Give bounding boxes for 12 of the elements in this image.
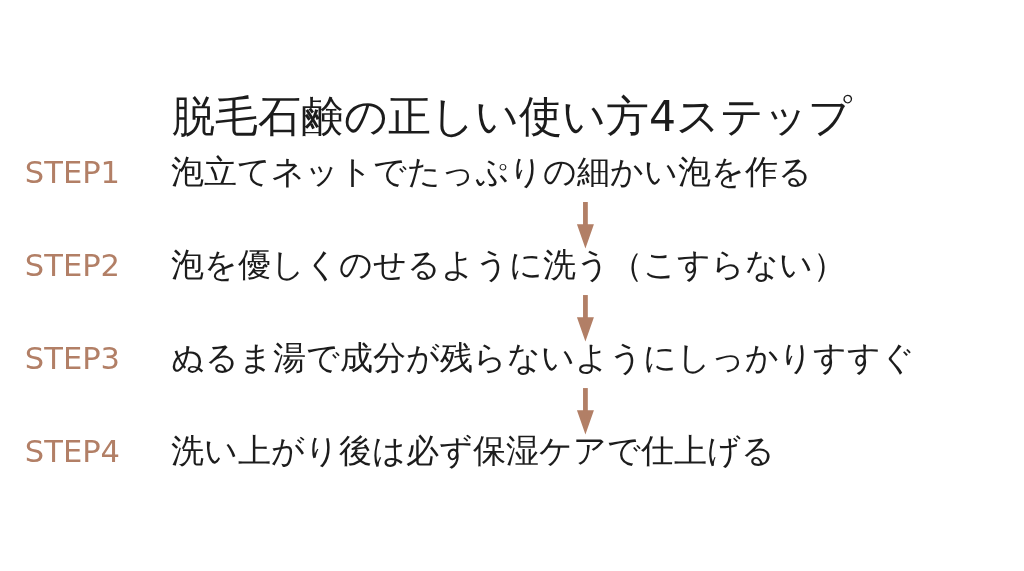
node-label: STEP4 xyxy=(24,433,121,469)
node-label: STEP1 xyxy=(24,154,121,190)
node-label: STEP3 xyxy=(24,340,121,376)
arrow xyxy=(576,387,594,435)
node-label: STEP2 xyxy=(24,247,121,283)
diagram-title: 脱毛石鹸の正しい使い方4ステップ xyxy=(171,91,853,141)
node-text: 泡を優しくのせるように洗う（こすらない） xyxy=(171,244,847,284)
node-text: 泡立てネットでたっぷりの細かい泡を作る xyxy=(171,151,813,191)
arrow xyxy=(576,294,594,342)
node-text: ぬるま湯で成分が残らないようにしっかりすすぐ xyxy=(171,337,916,377)
node-text: 洗い上がり後は必ず保湿ケアで仕上げる xyxy=(171,430,776,470)
arrow xyxy=(576,201,594,249)
